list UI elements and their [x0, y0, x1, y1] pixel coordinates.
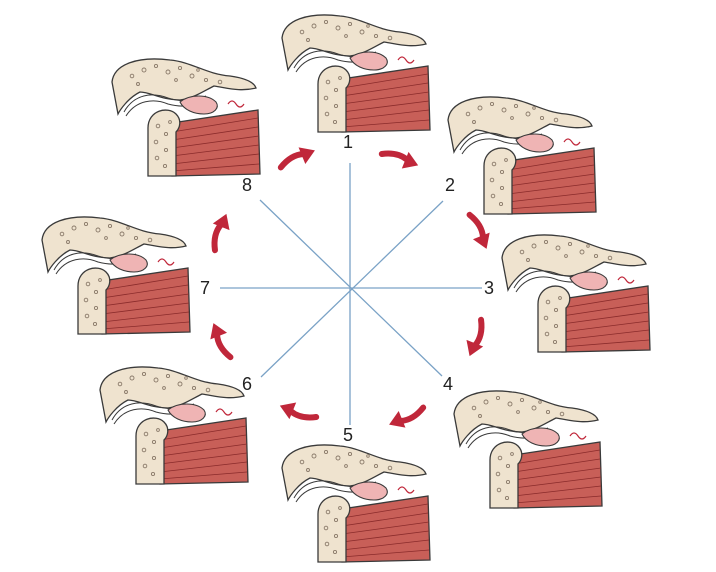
tmj-illustration-1 — [281, 14, 431, 133]
axis-lines — [220, 163, 482, 425]
step-label-6: 6 — [242, 374, 252, 394]
cycle-arrow-6-7 — [205, 320, 236, 362]
tmj-illustration-2 — [447, 96, 597, 215]
tmj-illustration-7 — [41, 216, 191, 335]
tmj-illustration-8 — [111, 58, 261, 177]
step-label-8: 8 — [242, 175, 252, 195]
cycle-arrow-5-6 — [276, 397, 318, 428]
cycle-arrow-1-2 — [380, 143, 422, 174]
step-label-1: 1 — [343, 132, 353, 152]
step-label-4: 4 — [443, 374, 453, 394]
cycle-arrow-2-3 — [464, 210, 495, 252]
step-label-5: 5 — [343, 425, 353, 445]
tmj-illustration-5 — [281, 444, 431, 563]
tmj-illustration-6 — [99, 366, 249, 485]
step-label-7: 7 — [200, 278, 210, 298]
cycle-arrow-7-8 — [204, 210, 235, 252]
step-labels: 1 2 3 4 5 6 7 8 — [200, 132, 494, 445]
tmj-illustration-4 — [453, 390, 603, 509]
tmj-illustration-3 — [501, 234, 651, 353]
cycle-arrow-4-5 — [386, 402, 428, 433]
cycle-arrow-8-1 — [276, 142, 318, 173]
step-label-3: 3 — [484, 278, 494, 298]
step-label-2: 2 — [445, 175, 455, 195]
cycle-arrow-3-4 — [461, 318, 492, 360]
